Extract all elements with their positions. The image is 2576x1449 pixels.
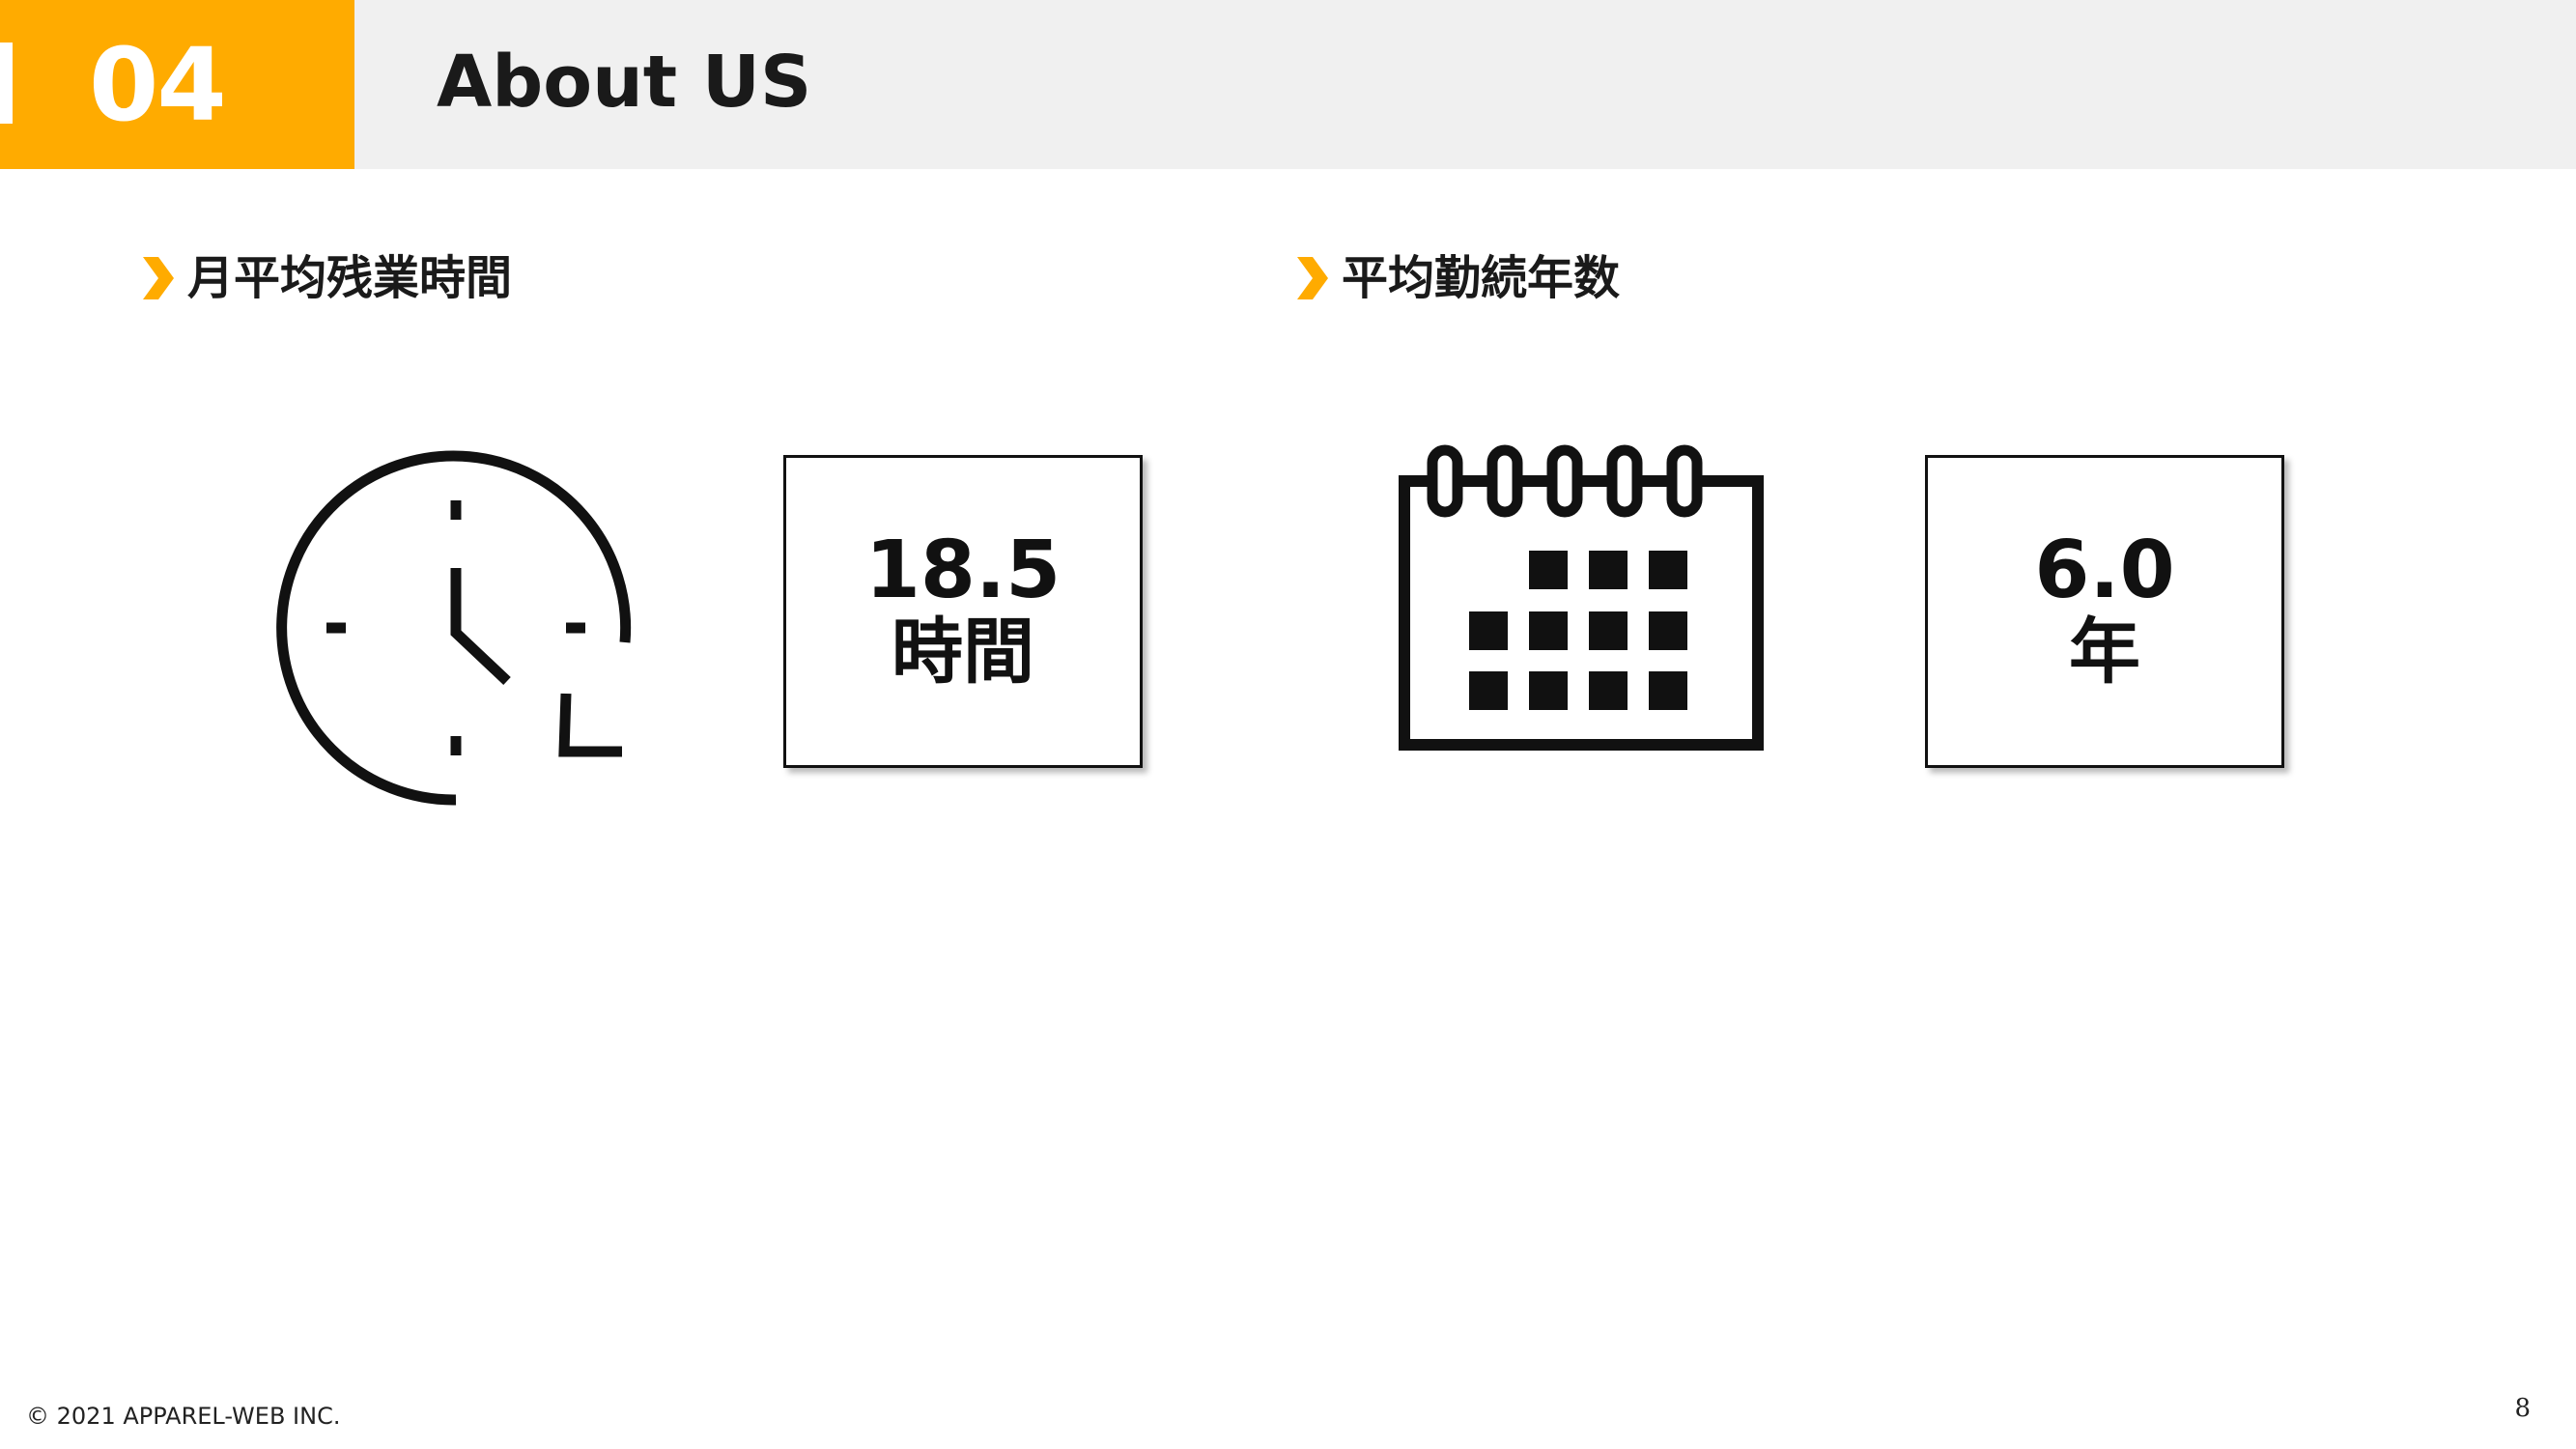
- value-box-overtime: 18.5 時間: [783, 455, 1143, 768]
- page-title: About US: [437, 41, 812, 124]
- stat-heading-label: 月平均残業時間: [187, 251, 513, 305]
- stat-value: 18.5: [864, 525, 1062, 616]
- value-box-tenure: 6.0 年: [1925, 455, 2284, 768]
- chevron-right-icon: [143, 257, 174, 299]
- calendar-icon: [1399, 444, 1764, 751]
- copyright-text: © 2021 APPAREL-WEB INC.: [26, 1403, 341, 1430]
- section-badge: 04: [0, 0, 354, 169]
- chevron-right-icon: [1297, 257, 1328, 299]
- section-number: 04: [89, 26, 227, 144]
- stat-heading-overtime: 月平均残業時間: [141, 243, 512, 313]
- stat-unit: 時間: [892, 611, 1034, 694]
- stat-heading-label: 平均勤続年数: [1342, 251, 1621, 305]
- stat-heading-tenure: 平均勤続年数: [1295, 243, 1620, 313]
- clock-icon: [276, 450, 632, 806]
- stat-value: 6.0: [2034, 525, 2175, 616]
- stat-unit: 年: [2069, 611, 2140, 694]
- header-bar: [0, 0, 2576, 169]
- badge-notch: [0, 43, 13, 124]
- page-number: 8: [2514, 1394, 2531, 1423]
